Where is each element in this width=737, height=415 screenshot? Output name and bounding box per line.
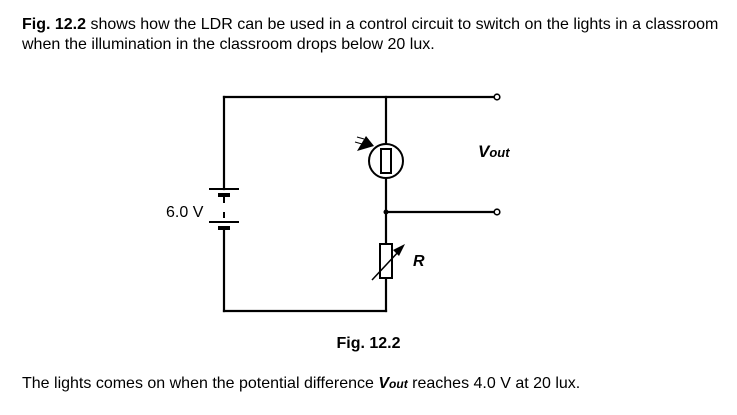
intro-paragraph: Fig. 12.2 shows how the LDR can be used … — [22, 15, 737, 55]
closing-vout-main: V — [378, 375, 390, 392]
closing-text-before: The lights comes on when the potential d… — [22, 375, 379, 392]
fig-reference: Fig. 12.2 — [22, 16, 87, 33]
closing-text-after: reaches 4.0 V at 20 lux. — [407, 375, 581, 392]
output-terminal-top — [493, 93, 501, 101]
ldr-icon — [354, 136, 404, 179]
vout-label-main: V — [478, 142, 491, 161]
closing-vout-sub: out — [389, 377, 408, 391]
vout-label: Vout — [478, 142, 510, 161]
intro-text: shows how the LDR can be used in a contr… — [22, 16, 719, 53]
variable-resistor-icon — [371, 243, 405, 281]
resistor-label: R — [413, 253, 425, 270]
figure-caption: Fig. 12.2 — [336, 335, 401, 352]
output-terminal-bottom — [493, 208, 501, 216]
battery-label: 6.0 V — [166, 204, 204, 221]
vout-label-sub: out — [489, 145, 510, 160]
junction-dot — [383, 209, 389, 215]
closing-paragraph: The lights comes on when the potential d… — [22, 374, 580, 394]
battery-icon — [209, 188, 239, 230]
